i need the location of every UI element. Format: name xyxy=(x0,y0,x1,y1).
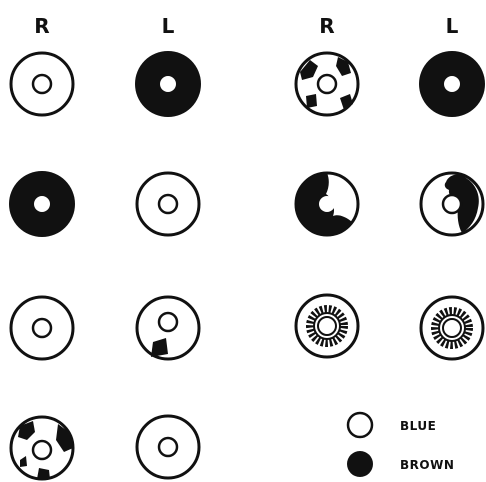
eye-left-row1-l xyxy=(135,51,201,117)
eye-left-row2-l xyxy=(137,173,199,235)
eye-left-row1-r xyxy=(11,53,73,115)
eye-left-row4-r xyxy=(11,417,73,479)
header-left-l: L xyxy=(162,14,175,38)
eye-right-row3-r xyxy=(296,295,358,357)
header-right-l: L xyxy=(446,14,459,38)
eye-right-row2-r xyxy=(296,173,358,235)
legend: BLUE BROWN xyxy=(347,413,454,477)
legend-brown-swatch xyxy=(347,451,373,477)
eye-right-row1-r xyxy=(296,53,358,115)
eye-left-row3-r xyxy=(11,297,73,359)
eye-right-row2-l xyxy=(421,173,483,235)
eye-right-row3-l xyxy=(421,297,483,359)
legend-blue-swatch xyxy=(348,413,372,437)
legend-blue-label: BLUE xyxy=(400,419,436,433)
header-left-r: R xyxy=(34,14,49,38)
eye-left-row3-l xyxy=(137,297,199,359)
legend-brown-label: BROWN xyxy=(400,458,454,472)
eye-left-row4-l xyxy=(137,416,199,478)
eye-right-row1-l xyxy=(419,51,485,117)
eye-left-row2-r xyxy=(9,171,75,237)
header-right-r: R xyxy=(319,14,334,38)
